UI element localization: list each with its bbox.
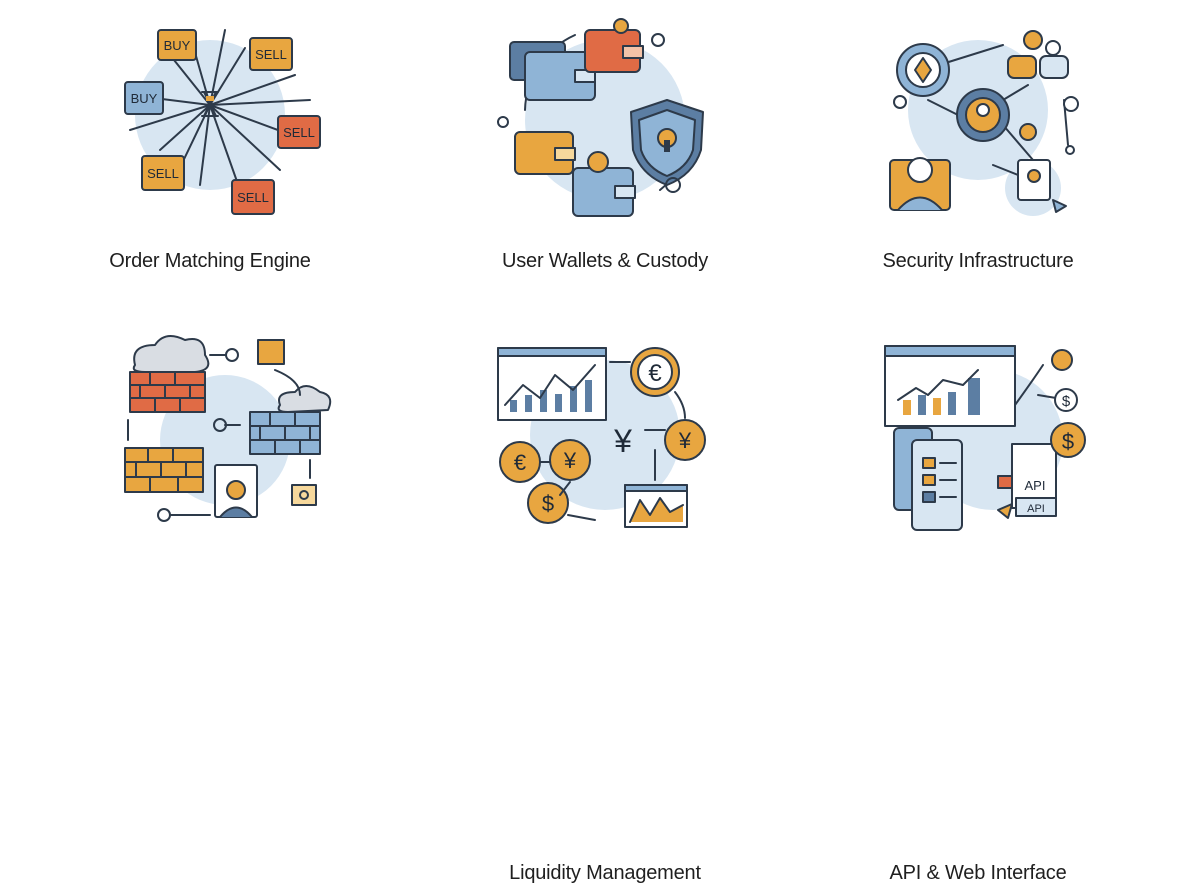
firewall-illustration xyxy=(124,335,332,522)
euro-coin-icon-1: € xyxy=(630,347,680,397)
users-group-icon xyxy=(1007,30,1069,79)
svg-text:API: API xyxy=(1025,478,1046,493)
yen-symbol: ¥ xyxy=(613,423,632,459)
wallet-custody-illustration xyxy=(497,18,704,217)
line-chart-icon xyxy=(497,347,607,421)
brick-wall-red-icon xyxy=(129,371,206,413)
order-matching-illustration: BUY SELL BUY SELL SELL SELL xyxy=(124,29,321,215)
order-box-buy-2: BUY xyxy=(124,81,164,115)
wallet-icon-3 xyxy=(514,131,576,175)
svg-text:SELL: SELL xyxy=(283,125,315,140)
caption-api-web: API & Web Interface xyxy=(889,862,1067,884)
dollar-coin-icon: $ xyxy=(527,482,569,524)
svg-text:€: € xyxy=(514,450,526,475)
dollar-coin-icon-1: $ xyxy=(1054,388,1078,412)
tile-liquidity: € ¥ ¥ € ¥ $ xyxy=(455,300,755,884)
api-document-icon: API API xyxy=(997,443,1057,519)
caption-user-wallets: User Wallets & Custody xyxy=(501,250,709,272)
svg-text:$: $ xyxy=(542,491,554,516)
svg-text:¥: ¥ xyxy=(563,448,577,473)
svg-text:SELL: SELL xyxy=(237,190,269,205)
id-card-icon xyxy=(1017,159,1067,213)
svg-text:¥: ¥ xyxy=(613,423,632,459)
order-box-sell-3: SELL xyxy=(141,155,185,191)
yen-coin-icon-2: ¥ xyxy=(549,439,591,481)
svg-text:BUY: BUY xyxy=(164,38,191,53)
order-box-sell-1: SELL xyxy=(249,37,293,71)
caption-security: Security Infrastructure xyxy=(882,250,1074,272)
wallet-icon-1 xyxy=(509,41,596,101)
svg-text:BUY: BUY xyxy=(131,91,158,106)
wallet-icon-4 xyxy=(572,151,636,217)
svg-text:SELL: SELL xyxy=(255,47,287,62)
brick-wall-orange-icon xyxy=(124,447,204,493)
security-network-illustration xyxy=(889,30,1079,216)
guard-person-icon xyxy=(214,464,258,518)
api-web-illustration: API API $ $ xyxy=(884,345,1086,531)
svg-text:$: $ xyxy=(1062,393,1071,410)
svg-text:$: $ xyxy=(1062,429,1074,454)
token-icon xyxy=(896,43,950,97)
browser-window-icon xyxy=(884,345,1016,427)
wallet-icon-2 xyxy=(584,18,644,73)
order-box-sell-2: SELL xyxy=(277,115,321,149)
svg-text:SELL: SELL xyxy=(147,166,179,181)
order-box-buy-1: BUY xyxy=(157,29,197,61)
brick-wall-blue-icon xyxy=(249,411,321,455)
user-node-icon xyxy=(956,88,1010,142)
liquidity-exchange-illustration: € ¥ ¥ € ¥ $ xyxy=(497,347,706,528)
operator-icon xyxy=(889,157,951,211)
dollar-coin-icon-2: $ xyxy=(1050,422,1086,458)
order-box-sell-4: SELL xyxy=(231,179,275,215)
tile-user-wallets: User Wallets & Custody xyxy=(455,0,755,300)
caption-liquidity: Liquidity Management xyxy=(509,862,701,884)
area-chart-icon xyxy=(624,484,688,528)
tablet-icon xyxy=(893,427,963,531)
euro-coin-icon-2: € xyxy=(499,441,541,483)
tile-order-matching: BUY SELL BUY SELL SELL SELL Order Matchi… xyxy=(60,0,360,300)
svg-text:¥: ¥ xyxy=(678,428,692,453)
tile-firewall xyxy=(60,300,360,600)
tile-api-web: API API $ $ API & Web Interface xyxy=(828,300,1128,884)
svg-text:API: API xyxy=(1027,503,1045,515)
yen-coin-icon-1: ¥ xyxy=(664,419,706,461)
caption-order-matching: Order Matching Engine xyxy=(109,250,311,272)
tile-security: Security Infrastructure xyxy=(828,0,1128,300)
svg-text:€: € xyxy=(648,360,662,387)
